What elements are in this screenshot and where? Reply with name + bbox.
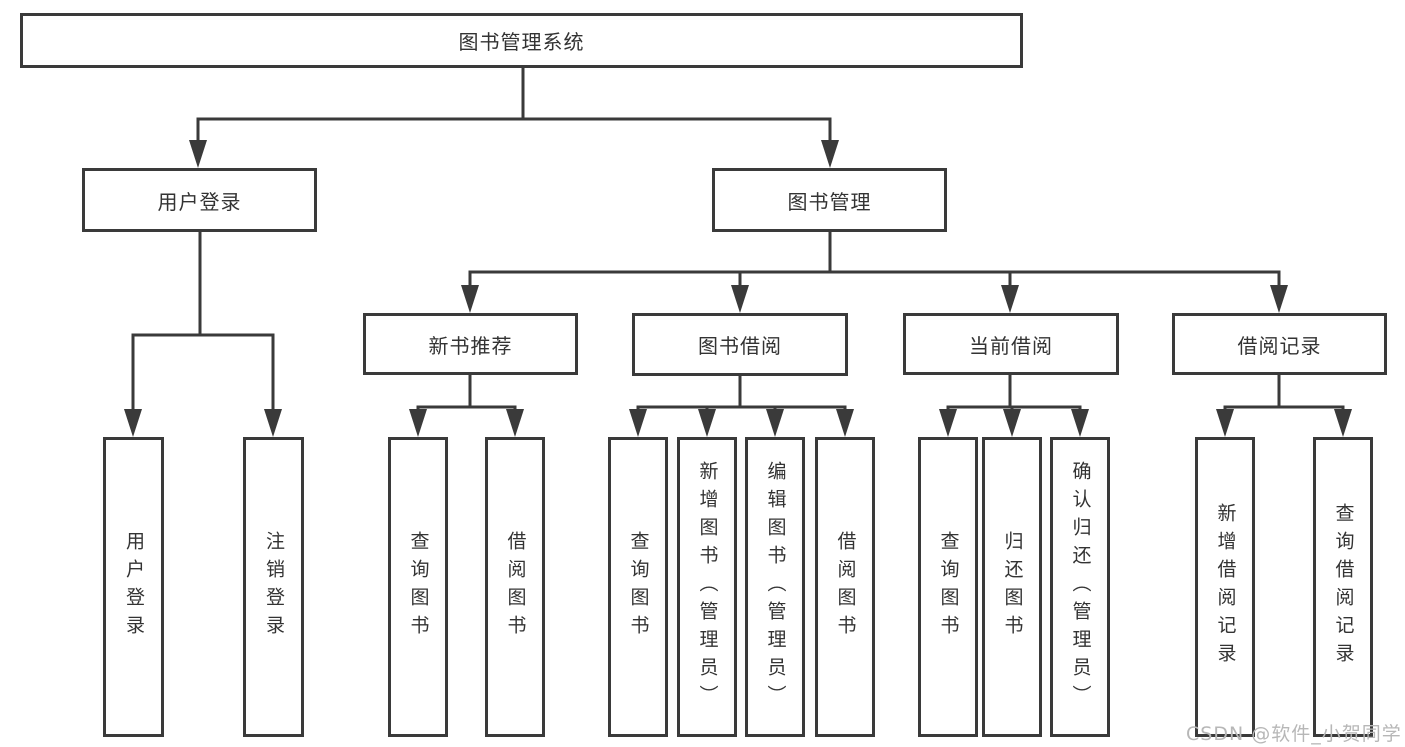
leaf-borrow-books: 借阅图书 [815,437,875,737]
node-label: 用户登录 [157,189,242,214]
leaf-label: 查询图书 [937,531,960,643]
node-current-borrow: 当前借阅 [903,313,1119,375]
leaf-borrow-query-books: 查询图书 [608,437,668,737]
leaf-label: 借阅图书 [834,531,857,643]
leaf-label: 用户登录 [123,531,145,643]
leaf-label: 查询图书 [407,531,430,643]
leaf-label: 新增借阅记录 [1214,503,1237,671]
node-label: 当前借阅 [969,333,1053,358]
node-label: 图书管理系统 [458,30,585,54]
leaf-label: 借阅图书 [504,531,527,643]
leaf-current-query-books: 查询图书 [918,437,978,737]
leaf-label: 编辑图书（管理员） [764,461,787,713]
node-book-management-module: 图书管理 [712,168,947,232]
node-book-borrow: 图书借阅 [632,313,848,376]
leaf-add-borrow-record: 新增借阅记录 [1195,437,1255,737]
leaf-label: 查询借阅记录 [1332,503,1355,671]
leaf-edit-books-admin: 编辑图书（管理员） [745,437,805,737]
leaf-logout: 注销登录 [243,437,304,737]
leaf-recommend-borrow-books: 借阅图书 [485,437,545,737]
leaf-label: 确认归还（管理员） [1069,461,1092,713]
node-borrow-records: 借阅记录 [1172,313,1387,375]
node-new-book-recommend: 新书推荐 [363,313,578,375]
leaf-label: 归还图书 [1001,531,1024,643]
node-root-system: 图书管理系统 [20,13,1023,68]
node-label: 新书推荐 [428,333,513,358]
node-label: 图书借阅 [698,334,782,358]
leaf-return-books: 归还图书 [982,437,1042,737]
leaf-label: 注销登录 [263,531,285,643]
leaf-user-login: 用户登录 [103,437,164,737]
node-label: 图书管理 [787,189,872,214]
leaf-query-borrow-record: 查询借阅记录 [1313,437,1373,737]
node-user-login-module: 用户登录 [82,168,317,232]
arrowheads [124,140,1352,437]
leaf-label: 查询图书 [627,531,650,643]
leaf-recommend-query-books: 查询图书 [388,437,448,737]
csdn-watermark: CSDN @软件_小贺同学 [1186,723,1402,745]
node-label: 借阅记录 [1237,333,1322,358]
leaf-add-books-admin: 新增图书（管理员） [677,437,737,737]
leaf-label: 新增图书（管理员） [696,461,719,713]
leaf-confirm-return-admin: 确认归还（管理员） [1050,437,1110,737]
